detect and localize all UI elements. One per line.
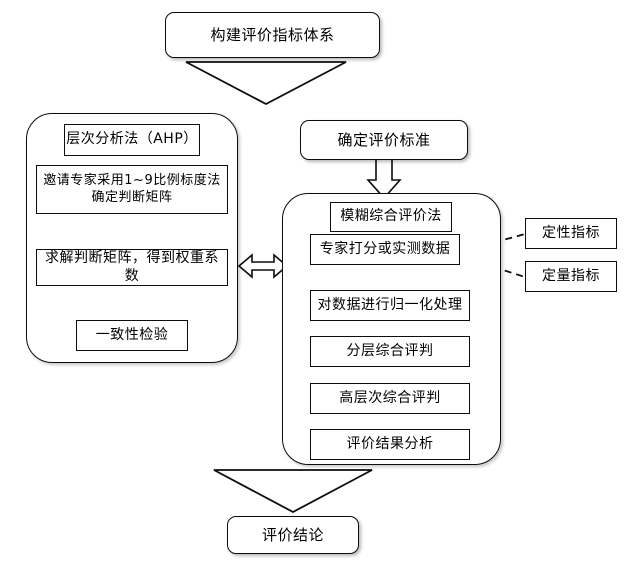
fuzzy-step-3-label: 分层综合评判 — [346, 342, 434, 359]
ahp-step-3[interactable]: 一致性检验 — [76, 320, 188, 351]
ahp-panel-header[interactable]: 层次分析法（AHP） — [64, 124, 200, 156]
fuzzy-step-3[interactable]: 分层综合评判 — [310, 336, 470, 367]
conclusion-node-label: 评价结论 — [261, 525, 324, 544]
criteria-node-label: 确定评价标准 — [337, 130, 431, 149]
fuzzy-step-2-label: 对数据进行归一化处理 — [317, 296, 463, 313]
ahp-step-1-label: 邀请专家采用1~9比例标度法确定判断矩阵 — [43, 173, 221, 205]
ahp-step-2-label: 求解判断矩阵，得到权重系数 — [45, 250, 219, 284]
criteria-block-arrow-icon — [366, 157, 402, 200]
title-node-label: 构建评价指标体系 — [210, 25, 335, 44]
indicator-qualitative-label: 定性指标 — [542, 224, 600, 241]
fuzzy-step-1-label: 专家打分或实测数据 — [319, 240, 451, 257]
title-node[interactable]: 构建评价指标体系 — [165, 12, 380, 58]
ahp-step-2[interactable]: 求解判断矩阵，得到权重系数 — [36, 249, 228, 286]
indicator-quantitative-label: 定量指标 — [542, 267, 600, 284]
fuzzy-step-2[interactable]: 对数据进行归一化处理 — [310, 290, 470, 321]
fuzzy-panel-header-label: 模糊综合评价法 — [340, 208, 442, 225]
fuzzy-step-5-label: 评价结果分析 — [346, 435, 434, 452]
fuzzy-panel-header[interactable]: 模糊综合评价法 — [330, 202, 452, 232]
criteria-node[interactable]: 确定评价标准 — [300, 120, 468, 160]
conclusion-node[interactable]: 评价结论 — [227, 516, 359, 554]
panels-link-arrow-icon — [237, 253, 289, 279]
fuzzy-step-1[interactable]: 专家打分或实测数据 — [310, 234, 460, 265]
ahp-panel-header-label: 层次分析法（AHP） — [66, 131, 198, 148]
indicator-qualitative[interactable]: 定性指标 — [525, 218, 617, 249]
fuzzy-step-5[interactable]: 评价结果分析 — [310, 429, 470, 460]
ahp-step-3-label: 一致性检验 — [95, 326, 169, 343]
fuzzy-step-4-label: 高层次综合评判 — [339, 389, 441, 406]
bottom-arrowhead-icon — [213, 469, 373, 514]
fuzzy-step-4[interactable]: 高层次综合评判 — [310, 383, 470, 414]
top-arrowhead-icon — [185, 61, 347, 106]
indicator-quantitative[interactable]: 定量指标 — [525, 261, 617, 292]
ahp-step-1[interactable]: 邀请专家采用1~9比例标度法确定判断矩阵 — [36, 165, 228, 214]
